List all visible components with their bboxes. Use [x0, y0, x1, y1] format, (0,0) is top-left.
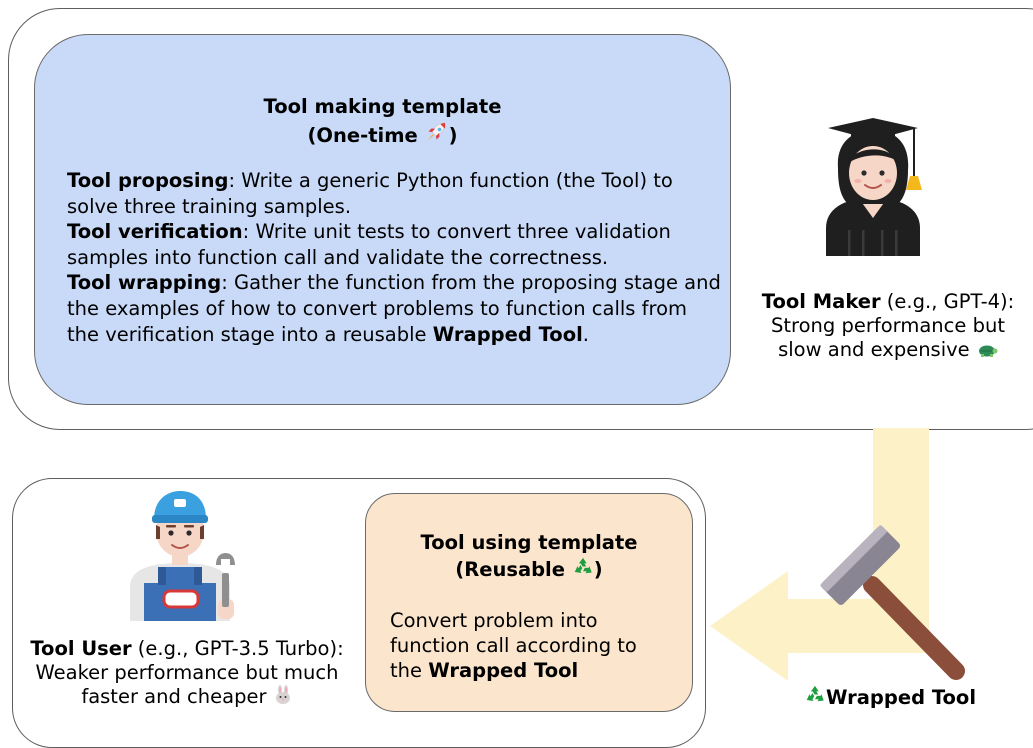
step-tool-verification: Tool verification: Write unit tests to c…: [67, 220, 671, 269]
step-tool-proposing: Tool proposing: Write a generic Python f…: [67, 169, 673, 218]
tool-using-title: Tool using template (Reusable ): [365, 530, 693, 585]
rabbit-icon: [273, 685, 293, 711]
tool-making-steps: Tool proposing: Write a generic Python f…: [67, 168, 722, 347]
tool-user-caption: Tool User (e.g., GPT-3.5 Turbo): Weaker …: [14, 637, 360, 711]
wrapped-tool-label: Wrapped Tool: [770, 684, 1010, 713]
recycle-icon: [804, 684, 826, 713]
step-tool-wrapping: Tool wrapping: Gather the function from …: [67, 271, 721, 346]
hammer-icon: [820, 525, 965, 680]
tool-using-body: Convert problem into function call accor…: [390, 609, 637, 682]
flow-arrow: [710, 428, 929, 681]
tool-maker-caption: Tool Maker (e.g., GPT-4): Strong perform…: [738, 290, 1033, 364]
tool-making-template-box: [34, 34, 731, 405]
tool-making-title: Tool making template (One-time ): [34, 94, 731, 151]
rocket-icon: [425, 120, 449, 151]
mechanic-icon: [130, 491, 235, 621]
tool-using-template-box: [365, 493, 693, 712]
student-graduate-icon: [826, 118, 922, 256]
turtle-icon: [976, 340, 998, 364]
recycle-icon: [572, 556, 594, 585]
